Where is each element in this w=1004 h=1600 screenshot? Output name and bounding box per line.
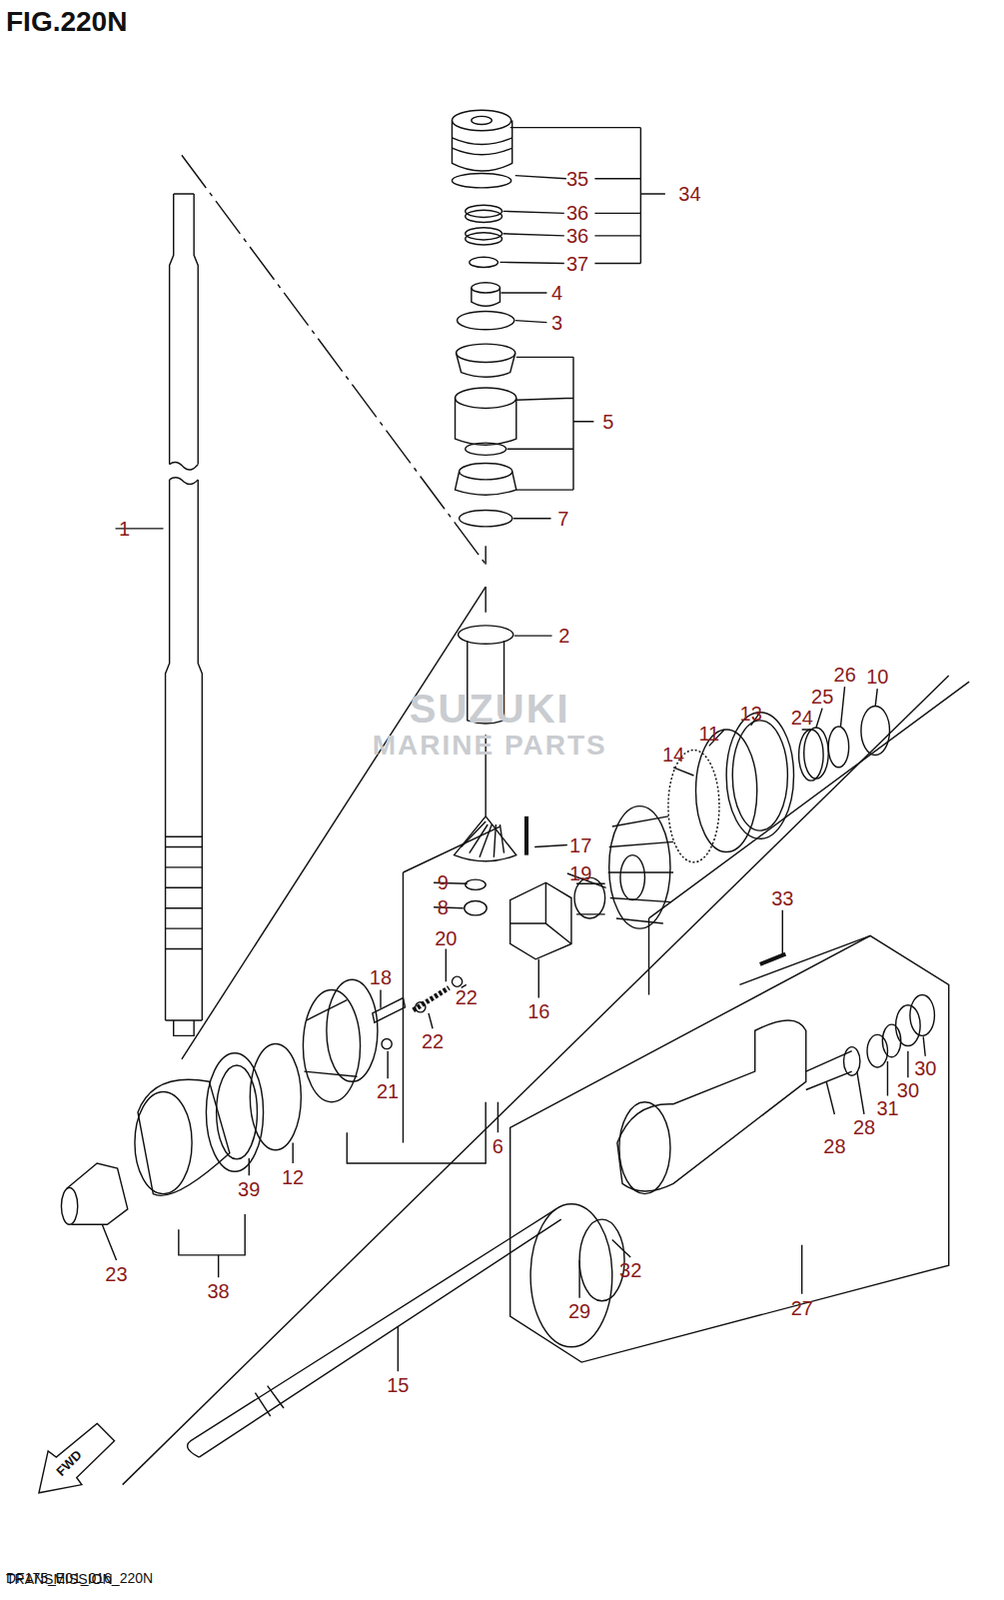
callout-number: 27 [791, 1297, 814, 1318]
callout-number: 29 [568, 1300, 591, 1321]
callout-number: 34 [678, 183, 701, 204]
callout-number: 30 [897, 1079, 920, 1100]
callout-number: 37 [566, 253, 589, 274]
watermark: MARINE PARTS [372, 729, 608, 762]
callout-number: 18 [369, 967, 392, 988]
callout-number: 6 [492, 1135, 504, 1156]
callout-number: 32 [619, 1259, 642, 1280]
callout-number: 12 [281, 1166, 304, 1187]
callout-number: 9 [437, 872, 449, 893]
callout-number: 14 [662, 744, 685, 765]
callout-number: 26 [834, 664, 857, 685]
callout-number: 22 [421, 1030, 444, 1051]
callout-number: 13 [740, 703, 763, 724]
callout-number: 31 [876, 1097, 899, 1118]
callout-number: 20 [434, 928, 457, 949]
callout-number: 28 [823, 1135, 846, 1156]
callout-number: 22 [455, 987, 478, 1007]
callout-number: 10 [866, 666, 889, 687]
callout-number: 1 [118, 518, 130, 539]
watermark: SUZUKI [409, 685, 571, 731]
callout-number: 2 [558, 625, 570, 646]
callout-number: 17 [569, 835, 592, 856]
callout-number: 30 [914, 1057, 937, 1078]
callout-number: 36 [566, 225, 589, 246]
callout-number: 5 [602, 411, 614, 432]
callout-number: 36 [566, 202, 589, 223]
callout-number: 19 [569, 863, 592, 884]
callout-number: 25 [811, 686, 834, 707]
callout-number: 8 [437, 897, 449, 918]
callout-number: 4 [551, 282, 563, 303]
callout-number: 16 [527, 1001, 550, 1021]
callout-number: 33 [771, 888, 794, 909]
callout-number: 23 [104, 1263, 127, 1284]
figure-title: FIG.220N [5, 5, 127, 38]
callout-number: 28 [853, 1116, 876, 1137]
callout-number: 39 [237, 1178, 260, 1199]
model-code: DF175_E01_016_220N [5, 1569, 153, 1586]
callout-number: 11 [698, 723, 720, 744]
callout-number: 38 [206, 1280, 229, 1301]
callout-number: 24 [791, 707, 814, 728]
callout-number: 7 [557, 508, 569, 529]
callout-number: 3 [551, 312, 563, 333]
callout-number: 35 [566, 168, 589, 189]
callout-number: 21 [376, 1080, 399, 1101]
callout-number: 15 [386, 1374, 409, 1395]
